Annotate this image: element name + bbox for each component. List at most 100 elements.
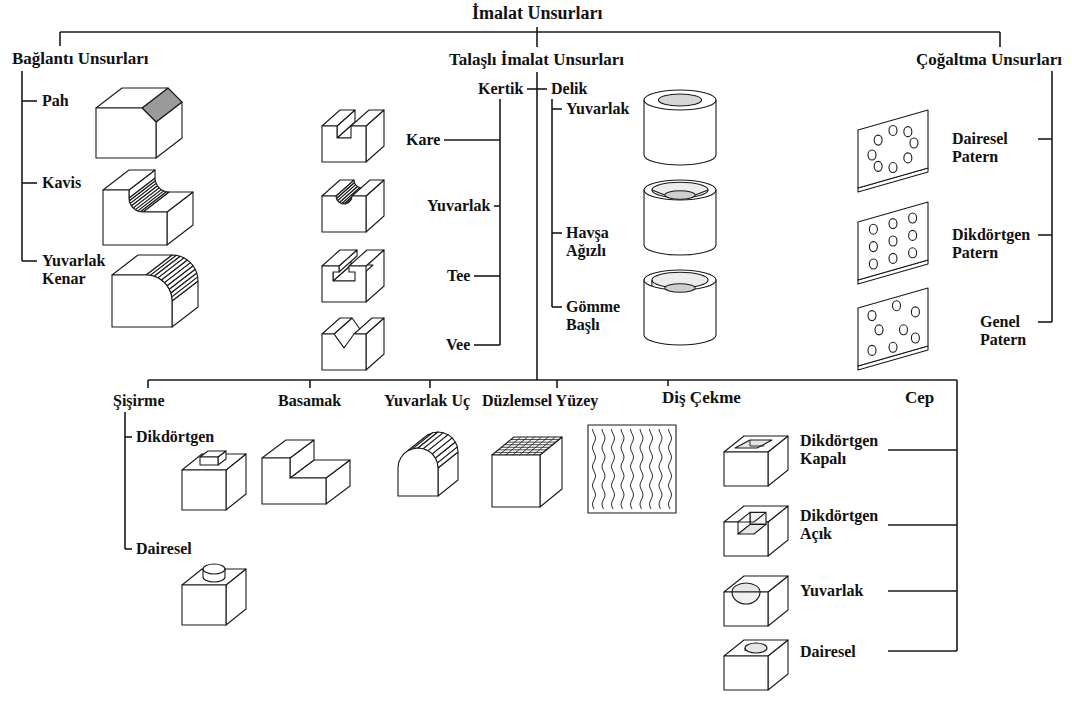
drawing-ellipse (889, 342, 897, 352)
feature-label: Kertik (478, 80, 523, 98)
drawing-face (724, 592, 768, 626)
tree-line (888, 590, 957, 592)
drawing-ellipse (889, 163, 897, 173)
drawing-line (511, 439, 559, 440)
drawing-ellipse (904, 127, 912, 137)
feature-label: Dikdörtgen (136, 428, 214, 446)
drawing-face (724, 436, 788, 452)
drawing-ellipse (644, 180, 716, 200)
drawing-line (659, 429, 662, 509)
drawing-face (322, 110, 355, 126)
drawing-ellipse (889, 236, 897, 246)
tree-line (536, 72, 538, 380)
feature-label: Gömme Başlı (566, 298, 620, 335)
tree-line (494, 205, 500, 207)
tree-line (22, 182, 37, 184)
drawing-ellipse (665, 191, 695, 199)
feature-label: Dairesel (800, 643, 856, 661)
drawing-face (182, 470, 226, 510)
feature-label: Pah (42, 92, 69, 110)
feature-label: Vee (446, 336, 470, 354)
feature-label: Tee (447, 267, 470, 285)
drawing-face (724, 640, 788, 656)
tree-line (551, 99, 553, 307)
feature-label: Dikdörtgen Açık (800, 507, 878, 544)
category-heading: Bağlantı Unsurları (12, 49, 149, 69)
drawing-line (651, 280, 652, 286)
drawing-face (322, 196, 366, 232)
tree-line (125, 436, 132, 438)
drawing-face (182, 585, 226, 625)
feature-label: Düzlemsel Yüzey (482, 392, 598, 410)
drawing-ellipse (909, 248, 917, 258)
feature-label: Havşa Ağızlı (566, 224, 609, 261)
feature-label: Şişirme (113, 392, 165, 410)
drawing-face (858, 288, 928, 366)
tree-line (1051, 71, 1053, 322)
tree-line (667, 380, 669, 386)
drawing-face (732, 583, 760, 592)
drawing-line (750, 440, 765, 446)
drawing-line (640, 429, 643, 509)
tree-line (956, 380, 958, 651)
drawing-face (112, 255, 172, 275)
drawing-face (492, 437, 562, 455)
drawing-ellipse (868, 345, 876, 355)
drawing-face (96, 88, 168, 108)
feature-label: Diş Çekme (662, 388, 741, 408)
drawing-line (631, 429, 634, 509)
tree-line (527, 88, 547, 90)
drawing-face (200, 451, 226, 457)
tree-line (888, 524, 957, 526)
tree-line (1038, 138, 1052, 140)
drawing-ellipse (658, 94, 701, 106)
drawing-ellipse (889, 219, 897, 229)
tree-line (1038, 321, 1052, 323)
feature-label: Kavis (42, 174, 81, 192)
drawing-line (738, 512, 766, 522)
tree-line (552, 108, 562, 110)
drawing-ellipse (868, 311, 876, 321)
drawing-face (262, 458, 326, 504)
feature-label: Dairesel (136, 540, 192, 558)
tree-line (309, 380, 311, 388)
tree-line (147, 380, 149, 388)
drawing-face (322, 126, 366, 162)
drawing-ellipse (745, 643, 767, 653)
drawing-line (669, 429, 672, 509)
tree-line (499, 99, 501, 345)
drawing-ellipse (893, 301, 901, 311)
diagram-title: İmalat Unsurları (472, 3, 603, 24)
drawing-line (593, 429, 596, 509)
drawing-face (738, 512, 750, 534)
drawing-face (349, 250, 384, 266)
drawing-face (103, 190, 167, 245)
drawing-face (322, 318, 352, 334)
drawing-face (735, 440, 772, 448)
drawing-face (200, 457, 218, 465)
drawing-face (354, 318, 384, 334)
drawing-ellipse (869, 224, 877, 234)
drawing-ellipse (868, 150, 876, 160)
drawing-face (418, 432, 443, 449)
feature-label: Yuvarlak (800, 582, 863, 600)
feature-label: Dikdörtgen Kapalı (800, 432, 878, 469)
drawing-ellipse (911, 333, 919, 343)
tree-line (148, 379, 957, 381)
feature-illustrations (96, 88, 928, 690)
tree-line (552, 232, 562, 234)
category-heading: Çoğaltma Unsurları (916, 50, 1062, 70)
drawing-ellipse (900, 325, 908, 335)
drawing-line (695, 190, 708, 195)
tree-line (888, 650, 957, 652)
drawing-line (745, 648, 746, 651)
tree-line (60, 31, 1000, 33)
drawing-line (612, 429, 615, 509)
drawing-ellipse (911, 307, 919, 317)
tree-line (429, 380, 431, 388)
tree-line (552, 306, 562, 308)
drawing-face (103, 170, 155, 190)
drawing-face (588, 425, 676, 513)
tree-line (444, 139, 500, 141)
